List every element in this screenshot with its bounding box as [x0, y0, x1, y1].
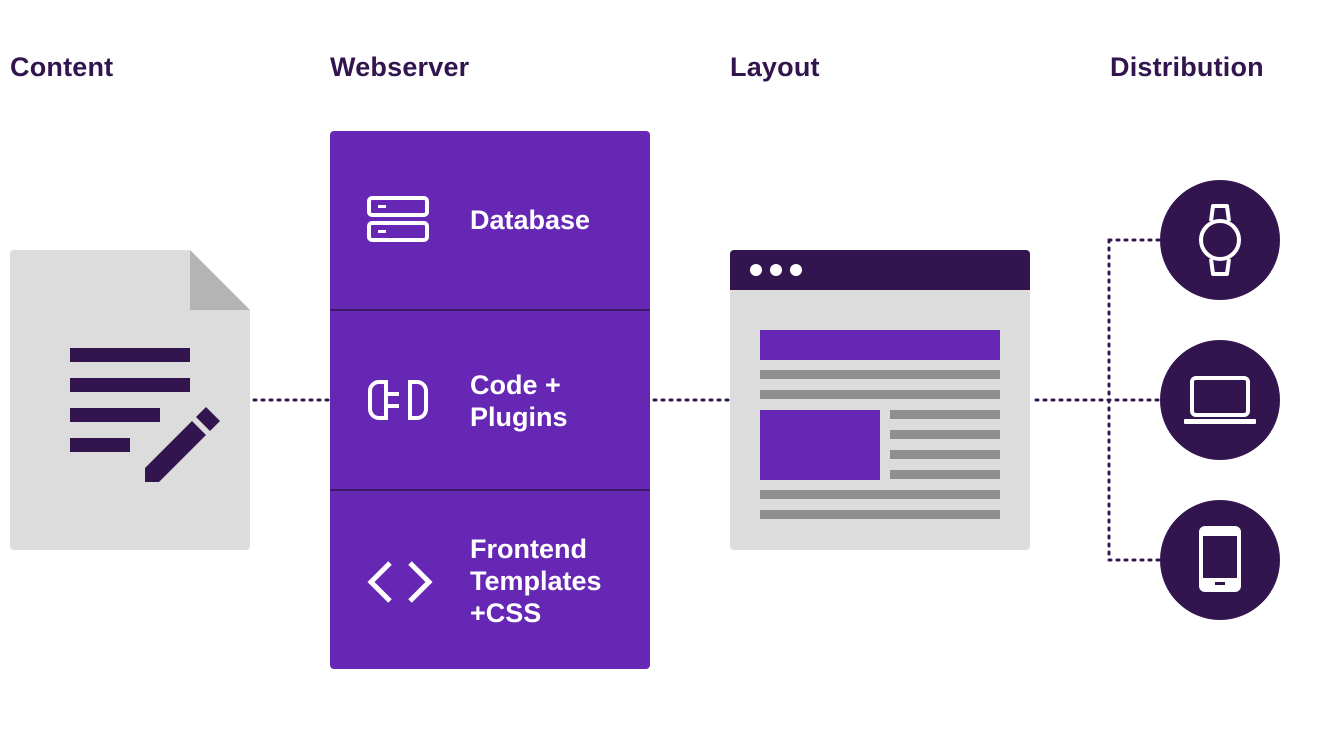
heading-layout: Layout [730, 52, 820, 82]
laptop-icon [1184, 376, 1256, 424]
webserver-section-frontend: Frontend Templates +CSS [330, 491, 650, 669]
section-label-frontend: Frontend Templates +CSS [470, 534, 602, 628]
layout-header-block [760, 330, 1000, 360]
browser-title-bar [730, 250, 1030, 290]
heading-distribution: Distribution [1110, 52, 1264, 82]
layout-text-line [760, 390, 1000, 399]
section-divider [330, 309, 650, 311]
webserver-section-database: Database [330, 131, 650, 309]
layout-text-line [890, 410, 1000, 419]
window-dot [790, 264, 802, 276]
section-label-database: Database [470, 205, 591, 235]
layout-text-line [760, 370, 1000, 379]
layout-text-line [890, 430, 1000, 439]
layout-text-line [890, 450, 1000, 459]
layout-text-line [760, 490, 1000, 499]
phone-icon [1199, 526, 1241, 592]
heading-content: Content [10, 52, 114, 82]
section-label-code-plugins: Code + Plugins [470, 370, 568, 432]
webserver-panel: Database Code + Plugins Frontend Templat… [330, 131, 650, 669]
plug-icon [368, 380, 428, 420]
device-watch [1160, 180, 1280, 300]
watch-icon [1199, 204, 1241, 276]
database-icon [367, 196, 429, 242]
layout-text-line [890, 470, 1000, 479]
heading-webserver: Webserver [330, 52, 470, 82]
layout-text-line [760, 510, 1000, 519]
browser-window-icon [730, 250, 1030, 550]
document-edit-icon [10, 250, 250, 550]
layout-image-block [760, 410, 880, 480]
device-phone [1160, 500, 1280, 620]
window-dot [770, 264, 782, 276]
window-dot [750, 264, 762, 276]
webserver-section-code-plugins: Code + Plugins [330, 311, 650, 489]
code-brackets-icon [367, 561, 433, 603]
content-document [10, 250, 250, 550]
section-divider [330, 489, 650, 491]
device-laptop [1160, 340, 1280, 460]
